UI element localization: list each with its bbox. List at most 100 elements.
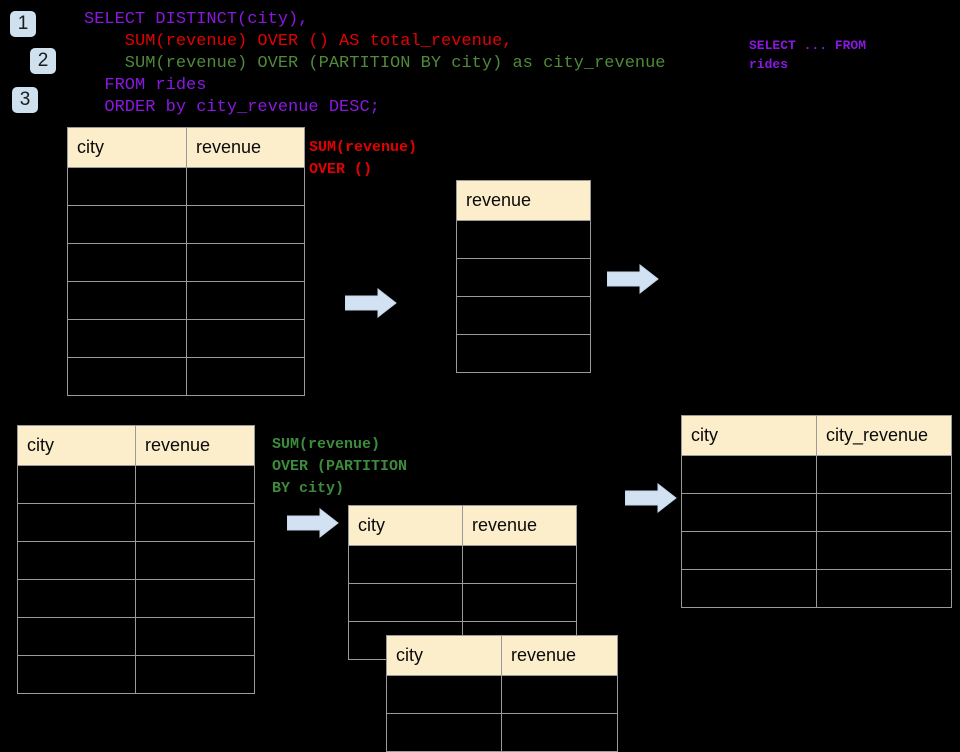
cell [17, 579, 136, 618]
arrow-top-left-icon [345, 288, 397, 318]
cell [17, 465, 136, 504]
column-header-revenue: revenue [456, 180, 591, 221]
step-badge-2: 2 [30, 48, 56, 74]
table-header-row: city revenue [67, 127, 305, 168]
cell [17, 655, 136, 694]
table-total-revenue: revenue [456, 180, 591, 373]
column-header-city: city [67, 127, 187, 168]
column-header-revenue: revenue [135, 425, 255, 466]
table-partition-front: city revenue [386, 635, 618, 752]
table-row [67, 319, 305, 358]
sidenote-select-from-rides: SELECT ... FROM rides [749, 38, 867, 72]
cell [135, 617, 255, 656]
table-row [386, 675, 618, 714]
cell [681, 493, 817, 532]
cell [67, 357, 187, 396]
cell [681, 531, 817, 570]
cell [462, 583, 577, 622]
table-row [67, 205, 305, 244]
cell [681, 569, 817, 608]
cell [186, 167, 305, 206]
cell [186, 357, 305, 396]
table-row [17, 503, 255, 542]
cell [462, 545, 577, 584]
cell [501, 713, 618, 752]
table-header-row: city revenue [17, 425, 255, 466]
cell [681, 455, 817, 494]
table-row [67, 357, 305, 396]
cell [386, 713, 502, 752]
table-row [348, 583, 577, 622]
cell [17, 617, 136, 656]
table-result: city city_revenue [681, 415, 952, 608]
step-badge-1: 1 [10, 11, 36, 37]
table-row [17, 655, 255, 694]
sql-line-from: FROM rides [84, 76, 207, 95]
table-row [17, 541, 255, 580]
table-row [456, 334, 591, 373]
cell [501, 675, 618, 714]
cell [135, 503, 255, 542]
cell [386, 675, 502, 714]
table-row [17, 465, 255, 504]
step-badge-3: 3 [12, 87, 38, 113]
cell [135, 655, 255, 694]
cell [135, 465, 255, 504]
cell [456, 258, 591, 297]
cell [186, 243, 305, 282]
cell [456, 220, 591, 259]
table-rides-bottom: city revenue [17, 425, 255, 694]
cell [816, 455, 952, 494]
column-header-city: city [17, 425, 136, 466]
cell [456, 334, 591, 373]
cell [816, 493, 952, 532]
table-row [681, 531, 952, 570]
table-row [681, 493, 952, 532]
table-row [348, 545, 577, 584]
cell [348, 545, 463, 584]
sql-line-total-revenue: SUM(revenue) OVER () AS total_revenue, [84, 32, 513, 51]
arrow-top-right-icon [607, 264, 659, 294]
diagram-canvas: 1 2 3 SELECT DISTINCT(city), SUM(revenue… [10, 10, 952, 752]
cell [67, 243, 187, 282]
column-header-city: city [386, 635, 502, 676]
column-header-revenue: revenue [186, 127, 305, 168]
cell [135, 579, 255, 618]
cell [17, 541, 136, 580]
table-row [456, 296, 591, 335]
cell [67, 319, 187, 358]
table-row [456, 220, 591, 259]
cell [186, 205, 305, 244]
cell [456, 296, 591, 335]
cell [135, 541, 255, 580]
table-header-row: city revenue [386, 635, 618, 676]
sql-line-order-by: ORDER by city_revenue DESC; [84, 98, 380, 117]
sql-line-city-revenue: SUM(revenue) OVER (PARTITION BY city) as… [84, 54, 666, 73]
table-header-row: revenue [456, 180, 591, 221]
cell [816, 569, 952, 608]
table-rides-top: city revenue [67, 127, 305, 396]
arrow-bottom-left-icon [287, 508, 339, 538]
table-header-row: city city_revenue [681, 415, 952, 456]
cell [816, 531, 952, 570]
table-row [67, 281, 305, 320]
annotation-sum-over-empty: SUM(revenue) OVER () [309, 139, 418, 178]
table-row [17, 617, 255, 656]
table-row [681, 569, 952, 608]
table-row [456, 258, 591, 297]
cell [67, 205, 187, 244]
column-header-city-revenue: city_revenue [816, 415, 952, 456]
cell [67, 167, 187, 206]
table-row [17, 579, 255, 618]
annotation-sum-over-partition: SUM(revenue) OVER (PARTITION BY city) [272, 436, 408, 497]
table-row [386, 713, 618, 752]
cell [186, 281, 305, 320]
table-row [67, 167, 305, 206]
sql-line-select: SELECT DISTINCT(city), [84, 10, 309, 29]
cell [348, 583, 463, 622]
column-header-city: city [681, 415, 817, 456]
cell [17, 503, 136, 542]
column-header-revenue: revenue [462, 505, 577, 546]
column-header-city: city [348, 505, 463, 546]
cell [67, 281, 187, 320]
